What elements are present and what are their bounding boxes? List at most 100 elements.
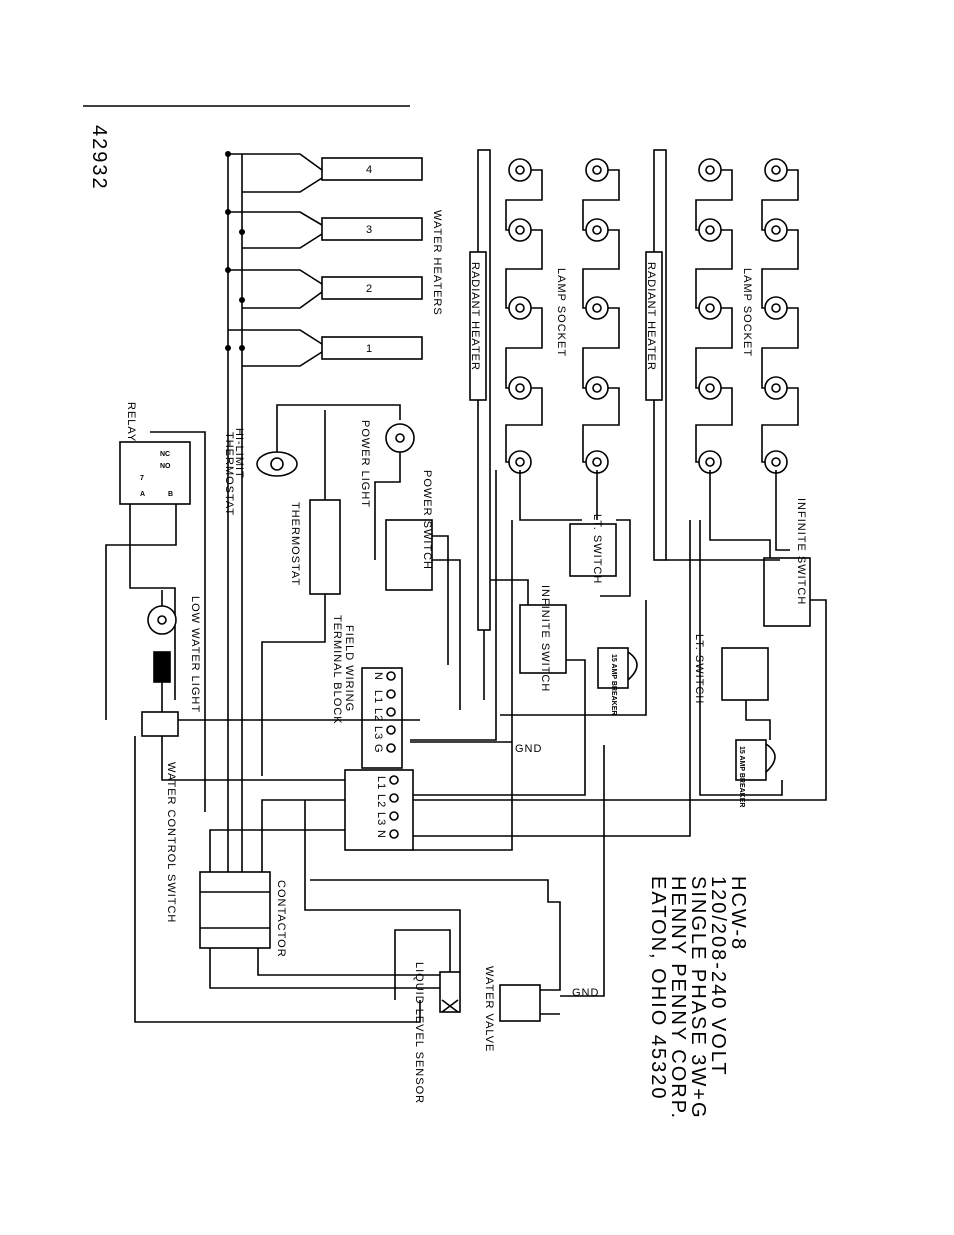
infinite-switch-right: INFINITE SWITCH: [412, 498, 827, 801]
lamp-socket-center: [771, 165, 781, 175]
lamp-socket-center: [705, 303, 715, 313]
lamp-socket-center: [705, 383, 715, 393]
terminal-label: L3: [372, 726, 384, 740]
radiant-heater-left: RADIANT HEATER: [469, 149, 491, 700]
heater-4-label: 4: [366, 164, 373, 176]
amp-breaker-right: 15 AMP BREAKER: [699, 520, 783, 807]
svg-text:RELAY: RELAY: [125, 402, 137, 442]
svg-text:A: A: [140, 491, 145, 498]
contactor: CONTACTOR: [199, 799, 450, 989]
voltage: 120/208-240 VOLT: [707, 876, 729, 1077]
lower-terminal-block: [344, 769, 414, 851]
lamp-socket-center: [592, 303, 602, 313]
radiant-heater-right: RADIANT HEATER: [645, 149, 667, 561]
low-water-light: LOW WATER LIGHT: [147, 590, 201, 713]
water-control-switch: WATER CONTROL SWITCH: [134, 711, 421, 1023]
svg-text:NC: NC: [160, 451, 170, 458]
power-switch: POWER SWITCH: [385, 470, 461, 710]
lamp-socket-wire: [505, 387, 543, 463]
water-heater-4: [321, 157, 423, 181]
water-valve: WATER VALVE GND: [310, 745, 605, 1052]
lamp-socket-center: [515, 225, 525, 235]
svg-text:INFINITE SWITCH: INFINITE SWITCH: [795, 498, 807, 605]
lamp-socket-center: [771, 225, 781, 235]
heater-1-label: 1: [366, 343, 373, 355]
liquid-level-sensor: LIQUID LEVEL SENSOR: [304, 800, 461, 1104]
terminal-screw: [389, 775, 399, 785]
terminal-label: L3: [375, 812, 387, 826]
relay: RELAY NC NO 7 A B: [105, 402, 206, 812]
heater-2-label: 2: [366, 283, 373, 295]
terminal-label: L1: [375, 776, 387, 790]
lamp-socket-wire: [505, 169, 543, 231]
lamp-socket-center: [592, 225, 602, 235]
svg-text:15 AMP BREAKER: 15 AMP BREAKER: [738, 746, 745, 807]
lamp-socket-wire: [582, 387, 620, 463]
doc-number: 42932: [88, 125, 110, 191]
amp-breaker-left: 15 AMP BREAKER: [500, 600, 647, 716]
terminal-screw: [389, 829, 399, 839]
water-heaters: 4 3 2 1 WATER HEATERS: [225, 151, 443, 880]
svg-text:THERMOSTAT: THERMOSTAT: [289, 502, 301, 586]
terminal-label: N: [375, 830, 387, 839]
lt-switch-left: LT. SWITCH: [569, 514, 631, 597]
svg-text:THERMOSTAT: THERMOSTAT: [223, 432, 235, 516]
power-light: POWER LIGHT: [359, 420, 415, 560]
phase: SINGLE PHASE 3W+G: [687, 876, 709, 1120]
hi-limit-thermostat: HI-LIMIT THERMOSTAT: [223, 404, 401, 516]
lamp-socket-wire: [505, 307, 543, 389]
svg-text:B: B: [168, 491, 173, 498]
terminal-screw: [386, 671, 396, 681]
lamp-socket-center: [771, 457, 781, 467]
lamp-socket-label-left: LAMP SOCKET: [555, 268, 567, 357]
lamp-socket-center: [515, 383, 525, 393]
terminal-screw: [386, 707, 396, 717]
terminal-label: L2: [375, 794, 387, 808]
terminal-screw: [386, 725, 396, 735]
lt-switch-right: LT. SWITCH: [693, 634, 771, 740]
svg-text:TERMINAL BLOCK: TERMINAL BLOCK: [331, 615, 343, 725]
svg-text:POWER LIGHT: POWER LIGHT: [359, 420, 371, 508]
lamp-socket-center: [592, 457, 602, 467]
lamp-socket-wire: [582, 307, 620, 389]
lamp-socket-center: [771, 303, 781, 313]
lamp-socket-wire: [695, 229, 733, 309]
lamp-socket-wire: [695, 307, 733, 389]
svg-text:WATER VALVE: WATER VALVE: [483, 966, 495, 1052]
water-heater-3: [321, 217, 423, 241]
gnd-label-valve: GND: [572, 987, 599, 999]
svg-text:POWER SWITCH: POWER SWITCH: [421, 470, 433, 570]
lamp-socket-center: [515, 457, 525, 467]
lamp-socket-wire: [761, 169, 799, 231]
lamp-socket-wire: [761, 307, 799, 389]
title-block: HCW-8 120/208-240 VOLT SINGLE PHASE 3W+G…: [647, 876, 749, 1120]
terminal-label: N: [372, 672, 384, 681]
terminal-label: L2: [372, 708, 384, 722]
lamp-socket-center: [592, 383, 602, 393]
lamp-socket-center: [705, 165, 715, 175]
svg-text:7: 7: [140, 475, 144, 482]
lamp-socket-center: [705, 457, 715, 467]
water-heaters-label: WATER HEATERS: [431, 210, 443, 316]
thermostat: THERMOSTAT: [261, 410, 341, 776]
lamp-socket-center: [592, 165, 602, 175]
svg-text:LT. SWITCH: LT. SWITCH: [693, 634, 705, 704]
svg-text:NO: NO: [160, 463, 171, 470]
terminal-screw: [389, 793, 399, 803]
svg-text:LOW WATER LIGHT: LOW WATER LIGHT: [189, 596, 201, 713]
lamp-socket-center: [515, 165, 525, 175]
svg-text:15 AMP BREAKER: 15 AMP BREAKER: [610, 654, 617, 715]
terminal-label: G: [372, 744, 384, 754]
svg-text:WATER CONTROL SWITCH: WATER CONTROL SWITCH: [165, 762, 177, 923]
lamp-socket-center: [515, 303, 525, 313]
svg-text:HI-LIMIT: HI-LIMIT: [233, 428, 245, 479]
field-terminal-block: FIELD WIRING TERMINAL BLOCK: [331, 615, 403, 769]
terminal-screw: [389, 811, 399, 821]
svg-text:LIQUID LEVEL SENSOR: LIQUID LEVEL SENSOR: [413, 962, 425, 1104]
terminal-screw: [386, 743, 396, 753]
infinite-switch-left: INFINITE SWITCH: [400, 579, 586, 796]
